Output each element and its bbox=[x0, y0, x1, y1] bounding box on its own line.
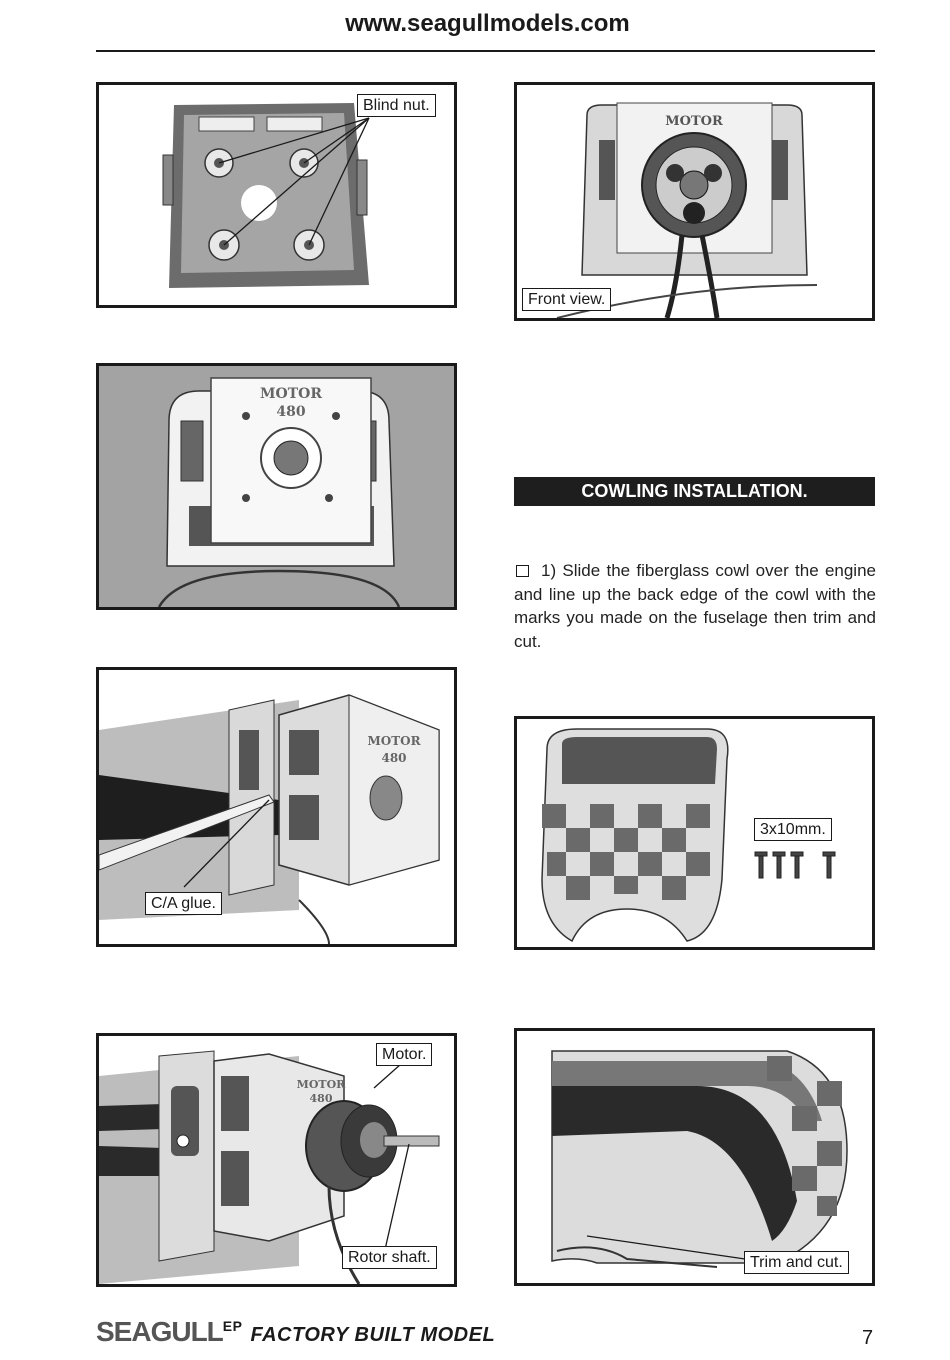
figure-cowl-screws: 3x10mm. bbox=[514, 716, 875, 950]
figure-cowl-trim: Trim and cut. bbox=[514, 1028, 875, 1286]
footer-brand-logo: SEAGULLEP FACTORY BUILT MODEL bbox=[96, 1316, 495, 1348]
blind-nut-photo bbox=[99, 85, 454, 305]
front-view-label: Front view. bbox=[522, 288, 612, 311]
section-title: COWLING INSTALLATION. bbox=[514, 477, 875, 506]
figure-motor-box: MOTOR 480 bbox=[96, 363, 457, 610]
cowl-trim-photo bbox=[517, 1031, 872, 1283]
header-rule bbox=[96, 50, 875, 52]
ca-glue-stamp-1: MOTOR bbox=[367, 734, 421, 748]
motor-mount-stamp-2: 480 bbox=[310, 1092, 333, 1105]
step-1-body: 1) Slide the fiberglass cowl over the en… bbox=[514, 561, 876, 651]
step-1-checkbox[interactable] bbox=[516, 565, 529, 577]
footer-brand-sup: EP bbox=[222, 1318, 243, 1334]
ca-glue-stamp-2: 480 bbox=[381, 751, 406, 765]
page-number: 7 bbox=[862, 1327, 874, 1349]
motor-mount-stamp-1: MOTOR bbox=[297, 1078, 347, 1091]
trim-cut-label: Trim and cut. bbox=[744, 1251, 849, 1274]
figure-ca-glue: MOTOR 480 C/A glue. bbox=[96, 667, 457, 947]
screw-size-label: 3x10mm. bbox=[754, 818, 832, 841]
front-view-photo: MOTOR bbox=[517, 85, 872, 318]
figure-front-view: MOTOR Front view. bbox=[514, 82, 875, 321]
motor-label: Motor. bbox=[376, 1043, 433, 1066]
motor-box-stamp-2: 480 bbox=[276, 404, 305, 420]
front-view-stamp: MOTOR bbox=[665, 114, 723, 129]
step-1-text: 1) Slide the fiberglass cowl over the en… bbox=[514, 559, 876, 653]
motor-box-stamp-1: MOTOR bbox=[260, 386, 322, 402]
blind-nut-label: Blind nut. bbox=[357, 94, 436, 117]
motor-mount-photo: MOTOR 480 bbox=[99, 1036, 454, 1284]
rotor-shaft-label: Rotor shaft. bbox=[342, 1246, 437, 1269]
motor-box-photo: MOTOR 480 bbox=[99, 366, 454, 607]
figure-motor-mount: MOTOR 480 Motor. Rotor shaft. bbox=[96, 1033, 457, 1287]
figure-blind-nut: Blind nut. bbox=[96, 82, 457, 308]
ca-glue-label: C/A glue. bbox=[145, 892, 222, 915]
cowl-screws-photo bbox=[517, 719, 872, 947]
header-url: www.seagullmodels.com bbox=[345, 10, 630, 37]
footer-brand: SEAGULL bbox=[96, 1316, 224, 1347]
footer-tagline: FACTORY BUILT MODEL bbox=[250, 1324, 496, 1346]
